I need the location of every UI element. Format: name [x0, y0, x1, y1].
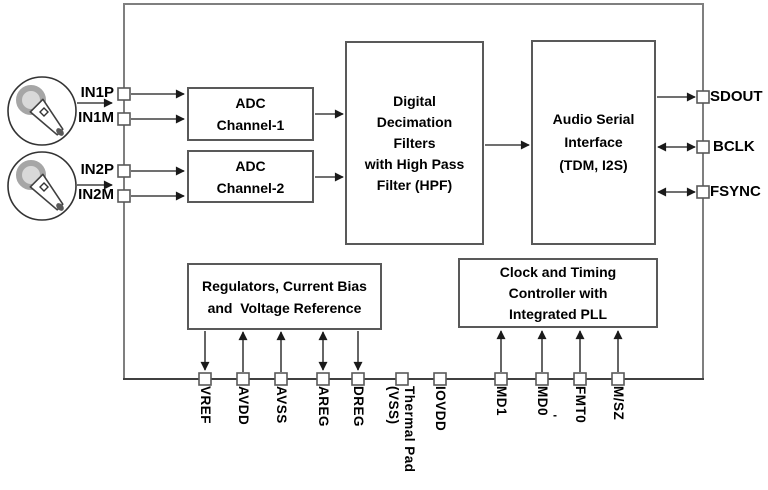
- pin-square-vref: [198, 372, 212, 386]
- stray-dash: -: [553, 408, 557, 422]
- pin-square-fsync: [696, 185, 710, 199]
- pin-label-in1m: IN1M: [78, 109, 114, 126]
- microphone-icon: [7, 76, 77, 146]
- pin-square-fmt0: [573, 372, 587, 386]
- block-regulators: Regulators, Current Bias and Voltage Ref…: [187, 263, 382, 330]
- pin-label-dreg: DREG: [351, 386, 366, 428]
- pin-label-vref: VREF: [198, 386, 213, 425]
- pin-square-msz: [611, 372, 625, 386]
- pin-square-areg: [316, 372, 330, 386]
- pin-square-avss: [274, 372, 288, 386]
- pin-label-in2m: IN2M: [78, 186, 114, 203]
- pin-square-thermal-pad: [395, 372, 409, 386]
- block-adc-channel-2: ADC Channel-2: [187, 150, 314, 203]
- pin-label-in2p: IN2P: [80, 161, 114, 178]
- pin-square-in2m: [117, 189, 131, 203]
- pin-label-avss: AVSS: [274, 386, 289, 424]
- pin-square-md0: [535, 372, 549, 386]
- pin-square-md1: [494, 372, 508, 386]
- block-clock-controller: Clock and Timing Controller with Integra…: [458, 258, 658, 328]
- pin-label-areg: AREG: [316, 386, 331, 428]
- pin-label-bclk: BCLK: [713, 138, 755, 155]
- pin-square-bclk: [696, 140, 710, 154]
- block-adc-channel-1: ADC Channel-1: [187, 87, 314, 141]
- pin-square-in1m: [117, 112, 131, 126]
- pin-label-in1p: IN1P: [80, 84, 114, 101]
- microphone-icon: [7, 151, 77, 221]
- pin-label-iovdd: IOVDD: [433, 386, 448, 432]
- pin-square-dreg: [351, 372, 365, 386]
- pin-label-fsync: FSYNC: [710, 183, 761, 200]
- pin-label-thermal-pad-line1: Thermal Pad: [402, 386, 417, 473]
- block-audio-serial-interface: Audio Serial Interface (TDM, I2S): [531, 40, 656, 245]
- pin-square-avdd: [236, 372, 250, 386]
- pin-label-msz: M/SZ: [611, 386, 626, 421]
- pin-square-in2p: [117, 164, 131, 178]
- pin-square-in1p: [117, 87, 131, 101]
- pin-label-avdd: AVDD: [236, 386, 251, 426]
- pin-label-fmt0: FMT0: [573, 386, 588, 424]
- pin-square-sdout: [696, 90, 710, 104]
- pin-label-md1: MD1: [494, 386, 509, 417]
- pin-label-md0: MD0: [535, 386, 550, 417]
- pin-label-thermal-pad-line2: (VSS): [386, 386, 401, 425]
- pin-square-iovdd: [433, 372, 447, 386]
- pin-label-sdout: SDOUT: [710, 88, 763, 105]
- block-decimation-filter: Digital Decimation Filters with High Pas…: [345, 41, 484, 245]
- pin-label-thermal-pad: Thermal Pad (VSS): [385, 386, 417, 473]
